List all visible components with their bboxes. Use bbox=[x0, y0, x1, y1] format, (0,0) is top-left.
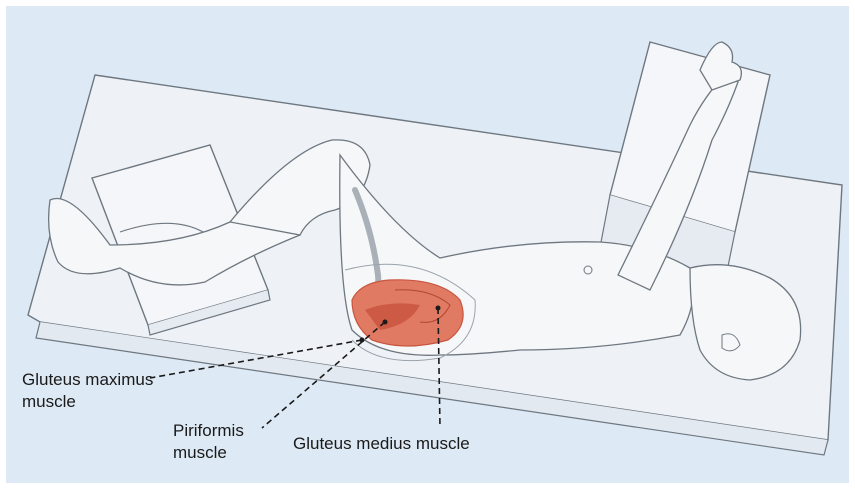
label-gluteus-maximus: Gluteus maximus muscle bbox=[22, 369, 153, 413]
leader-dot-maximus bbox=[360, 338, 365, 343]
leader-dot-piriformis bbox=[383, 320, 388, 325]
label-piriformis-line2: muscle bbox=[173, 442, 244, 464]
leader-dot-medius bbox=[436, 306, 441, 311]
label-gluteus-medius-text: Gluteus medius muscle bbox=[293, 433, 470, 455]
label-piriformis-line1: Piriformis bbox=[173, 420, 244, 442]
label-gluteus-maximus-line2: muscle bbox=[22, 391, 153, 413]
label-piriformis: Piriformis muscle bbox=[173, 420, 244, 464]
label-gluteus-maximus-line1: Gluteus maximus bbox=[22, 369, 153, 391]
label-gluteus-medius: Gluteus medius muscle bbox=[293, 433, 470, 455]
